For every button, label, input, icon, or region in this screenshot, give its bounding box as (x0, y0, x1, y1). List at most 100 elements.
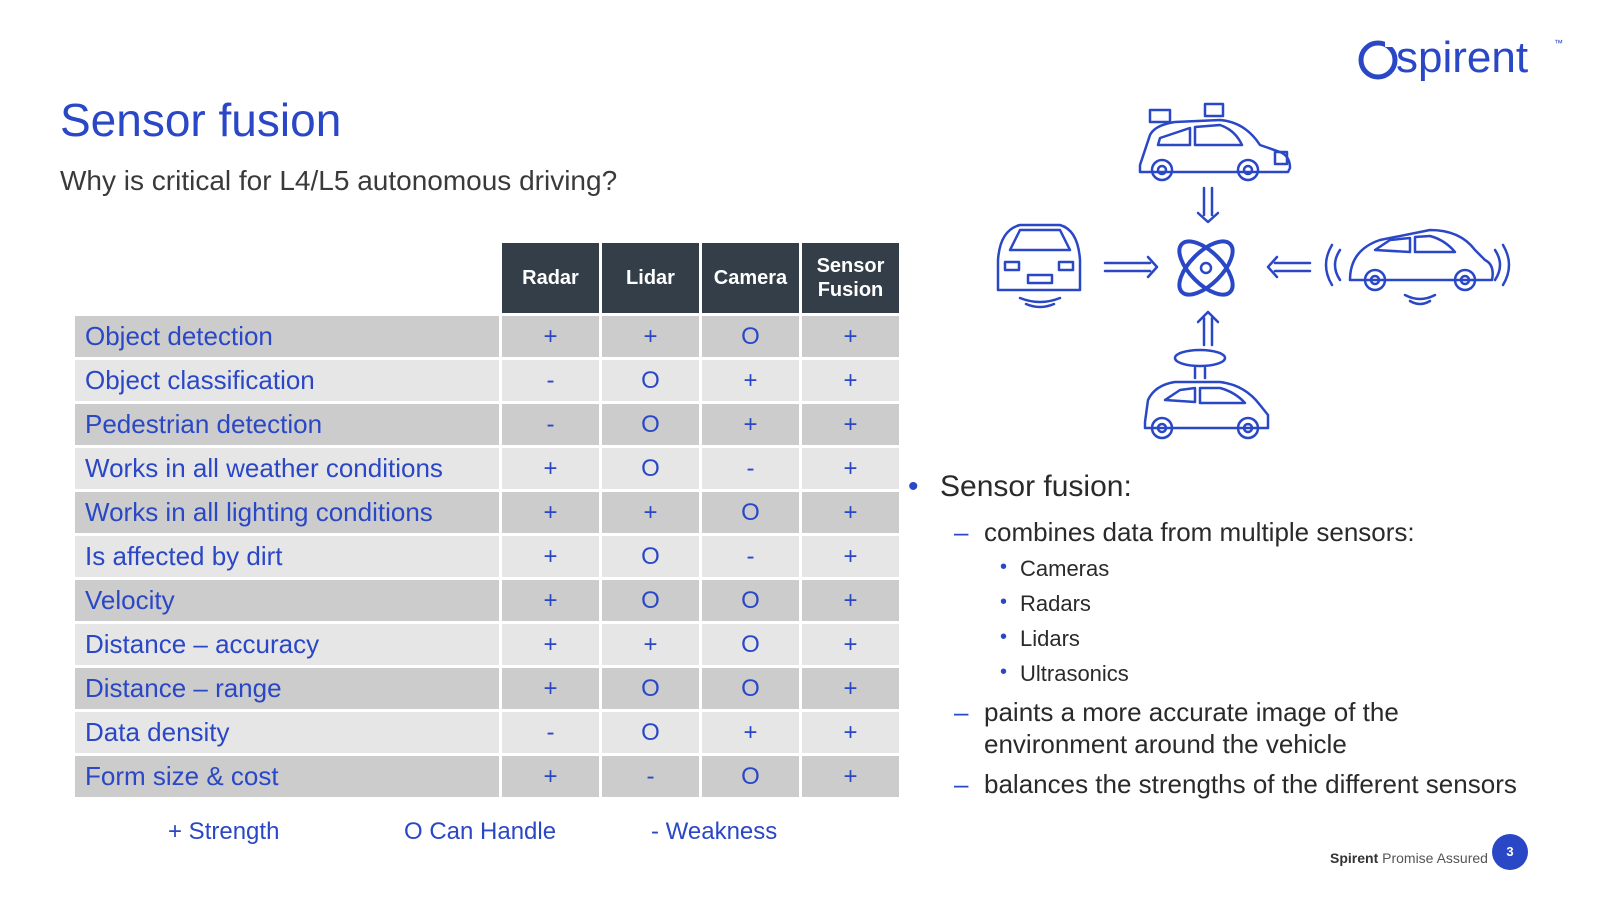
rating-cell: - (502, 360, 599, 401)
rating-cell: + (502, 756, 599, 797)
rating-cell: - (602, 756, 699, 797)
feature-cell: Object classification (75, 360, 499, 401)
rating-cell: + (502, 316, 599, 357)
rating-cell: + (602, 624, 699, 665)
page-title: Sensor fusion (60, 94, 342, 146)
table-row: Object detection++O+ (75, 316, 899, 357)
car-lidar-icon (1143, 348, 1270, 440)
bullet-main: Sensor fusion: (908, 470, 1578, 504)
table-row: Data density-O++ (75, 712, 899, 753)
list-item: Radars (908, 591, 1578, 617)
arrow-up-icon (1196, 310, 1220, 347)
list-item: Lidars (908, 626, 1578, 652)
rating-cell: O (702, 624, 799, 665)
rating-cell: O (702, 668, 799, 709)
feature-cell: Is affected by dirt (75, 536, 499, 577)
feature-cell: Works in all weather conditions (75, 448, 499, 489)
rating-cell: + (802, 668, 899, 709)
rating-cell: O (602, 448, 699, 489)
table-row: Pedestrian detection-O++ (75, 404, 899, 445)
rating-cell: + (802, 404, 899, 445)
legend-can-handle: O Can Handle (404, 818, 557, 845)
rating-cell: + (802, 360, 899, 401)
rating-cell: + (502, 624, 599, 665)
feature-cell: Pedestrian detection (75, 404, 499, 445)
logo-text: spirent (1396, 33, 1528, 82)
rating-cell: O (602, 580, 699, 621)
header-blank-cell (75, 243, 499, 313)
bullet-sub-balances: balances the strengths of the different … (908, 768, 1578, 800)
list-item: Ultrasonics (908, 661, 1578, 687)
rating-cell: + (802, 756, 899, 797)
feature-cell: Form size & cost (75, 756, 499, 797)
rating-cell: - (702, 448, 799, 489)
rating-cell: + (802, 624, 899, 665)
rating-cell: - (502, 712, 599, 753)
rating-cell: + (502, 492, 599, 533)
rating-cell: + (702, 404, 799, 445)
rating-cell: O (602, 712, 699, 753)
rating-cell: + (802, 492, 899, 533)
rating-cell: O (702, 492, 799, 533)
table-row: Works in all weather conditions+O-+ (75, 448, 899, 489)
rating-cell: O (702, 316, 799, 357)
rating-cell: + (802, 580, 899, 621)
list-item: Cameras (908, 556, 1578, 582)
rating-cell: + (602, 316, 699, 357)
bullet-sub-combines: combines data from multiple sensors: (908, 516, 1578, 548)
arrow-down-icon (1196, 186, 1220, 224)
table-row: Is affected by dirt+O-+ (75, 536, 899, 577)
header-lidar: Lidar (602, 243, 699, 313)
rating-cell: + (502, 668, 599, 709)
rating-cell: + (702, 360, 799, 401)
car-front-icon (996, 223, 1082, 309)
table-row: Distance – accuracy++O+ (75, 624, 899, 665)
arrow-left-icon (1266, 255, 1312, 279)
rating-cell: + (802, 712, 899, 753)
feature-cell: Velocity (75, 580, 499, 621)
rating-cell: + (802, 316, 899, 357)
rating-cell: O (602, 404, 699, 445)
car-radar-icon (1324, 228, 1511, 306)
rating-cell: - (702, 536, 799, 577)
table-row: Form size & cost+-O+ (75, 756, 899, 797)
rating-cell: O (702, 580, 799, 621)
feature-cell: Distance – accuracy (75, 624, 499, 665)
legend-weakness: - Weakness (651, 818, 778, 845)
rating-cell: - (502, 404, 599, 445)
fusion-icon (1177, 239, 1235, 297)
rating-cell: O (702, 756, 799, 797)
rating-cell: + (502, 580, 599, 621)
arrow-right-icon (1103, 255, 1159, 279)
rating-cell: O (602, 668, 699, 709)
rating-cell: + (602, 492, 699, 533)
page-number: 3 (1492, 834, 1528, 870)
bullet-sub-paints: paints a more accurate image of the envi… (908, 696, 1544, 760)
rating-cell: + (802, 448, 899, 489)
rating-cell: + (802, 536, 899, 577)
rating-cell: O (602, 536, 699, 577)
spirent-logo: spirent ™ (1358, 33, 1563, 82)
footer-company: Spirent (1330, 850, 1379, 866)
header-radar: Radar (502, 243, 599, 313)
car-with-cameras-icon (1138, 102, 1292, 182)
rating-cell: + (502, 448, 599, 489)
header-camera: Camera (702, 243, 799, 313)
rating-cell: + (502, 536, 599, 577)
table-row: Object classification-O++ (75, 360, 899, 401)
bullet-list: Sensor fusion: combines data from multip… (908, 470, 1578, 808)
footer-tagline: Promise Assured (1382, 850, 1488, 866)
feature-cell: Distance – range (75, 668, 499, 709)
footer-text: Spirent Promise Assured (1330, 850, 1488, 866)
page-subtitle: Why is critical for L4/L5 autonomous dri… (60, 165, 618, 196)
feature-cell: Data density (75, 712, 499, 753)
feature-cell: Object detection (75, 316, 499, 357)
legend-strength: + Strength (168, 818, 280, 845)
table-row: Works in all lighting conditions++O+ (75, 492, 899, 533)
rating-cell: O (602, 360, 699, 401)
